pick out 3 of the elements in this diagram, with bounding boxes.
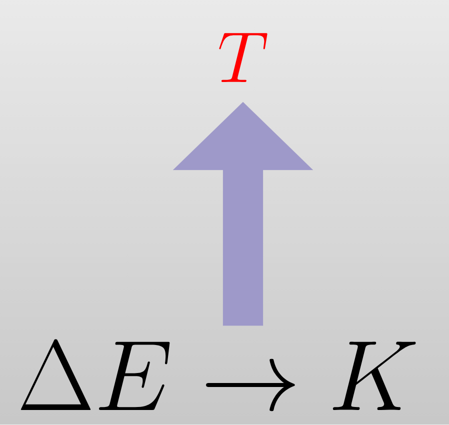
formula-label: $\Delta E \to K$ [20, 339, 416, 412]
formula-label: $T$ [219, 33, 268, 82]
block-arrow [172, 102, 314, 326]
